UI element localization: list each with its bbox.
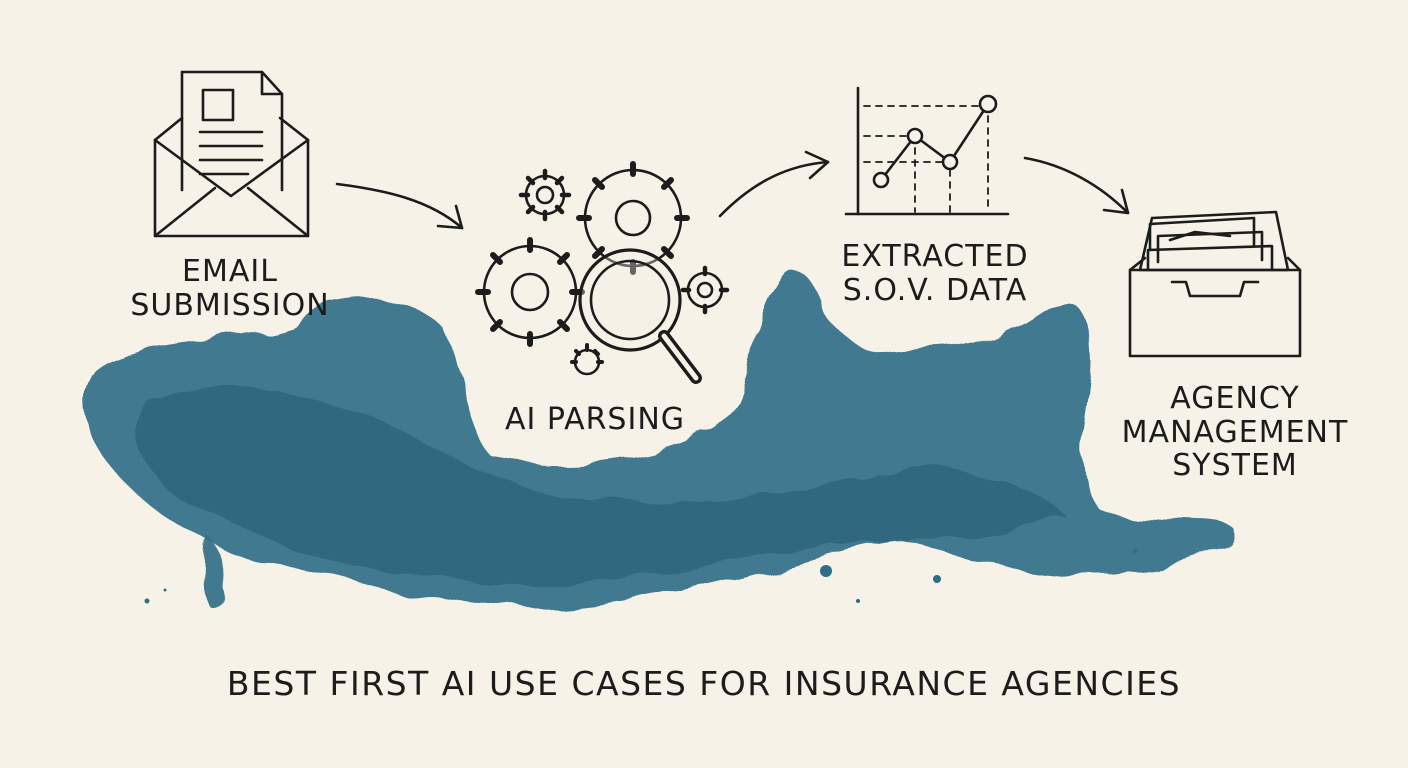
- label-ai-parsing: AI PARSING: [504, 402, 686, 437]
- label-email-submission: EMAIL SUBMISSION: [130, 254, 330, 323]
- label-extracted-sov-data: EXTRACTED S.O.V. DATA: [841, 239, 1029, 308]
- line-chart-icon: [844, 86, 1010, 216]
- arrow-icon: [1023, 156, 1130, 215]
- paint-drops: [144, 549, 1137, 604]
- file-drawer-icon: [1128, 210, 1302, 358]
- watercolor-splash: [83, 271, 1236, 614]
- arrow-icon: [718, 150, 830, 218]
- gears-magnifier-icon: [475, 161, 730, 384]
- caption: BEST FIRST AI USE CASES FOR INSURANCE AG…: [226, 664, 1182, 703]
- arrow-icon: [335, 182, 464, 230]
- label-agency-management-system: AGENCY MANAGEMENT SYSTEM: [1121, 381, 1349, 484]
- envelope-document-icon: [153, 70, 310, 238]
